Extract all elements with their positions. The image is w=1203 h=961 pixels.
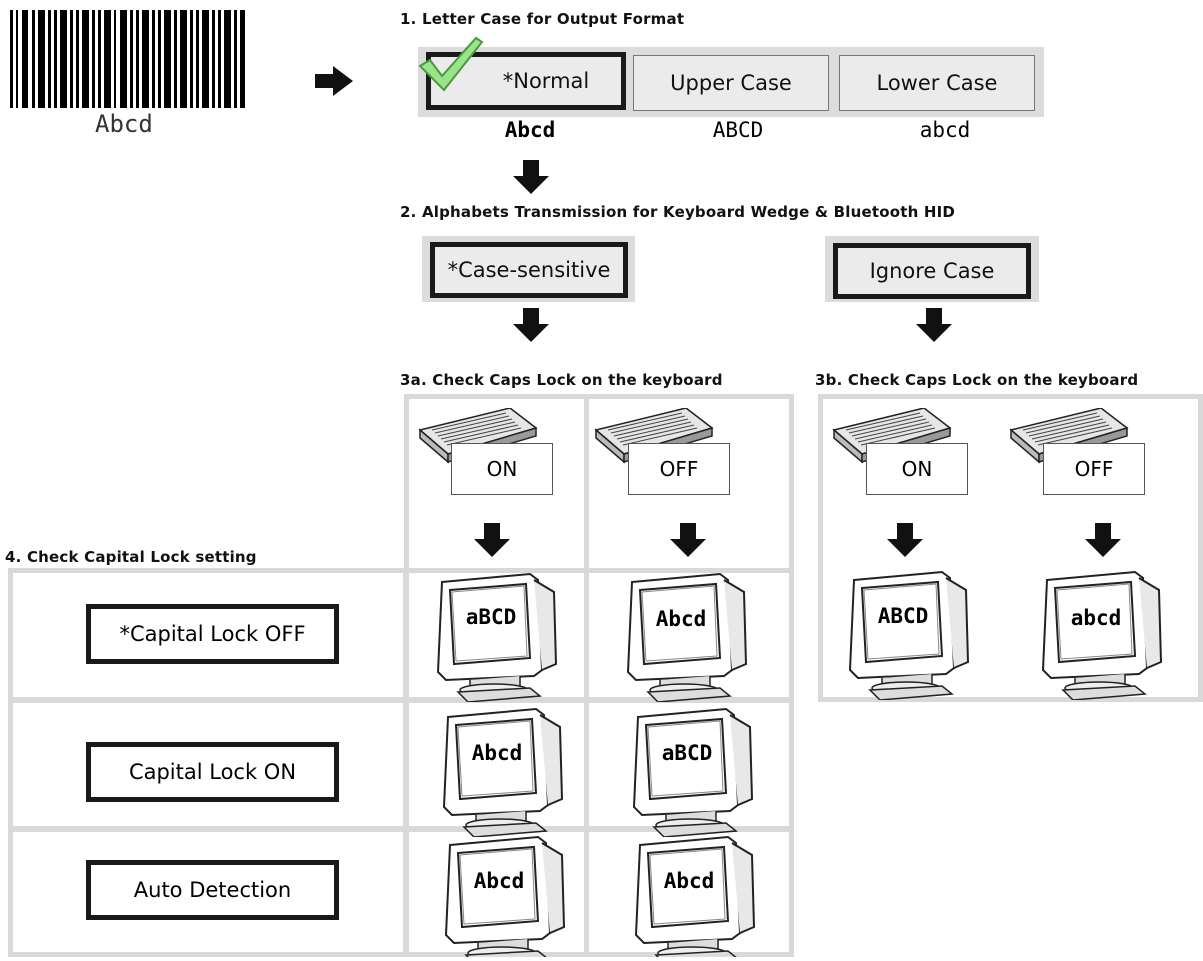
auto-detection-label: Auto Detection: [133, 878, 292, 902]
barcode-bars: [10, 10, 245, 108]
down-arrow-icon: [474, 523, 510, 557]
capital-lock-on-button[interactable]: Capital Lock ON: [86, 742, 339, 802]
checkmark-icon: [418, 36, 484, 92]
monitor-icon: aBCD: [430, 572, 560, 703]
monitor-output: Abcd: [663, 869, 715, 893]
upper-case-sample: ABCD: [712, 118, 764, 142]
right-arrow-icon: [315, 66, 353, 96]
down-arrow-icon: [1085, 523, 1121, 557]
lower-case-button[interactable]: Lower Case: [839, 55, 1035, 111]
step3a-heading: 3a. Check Caps Lock on the keyboard: [400, 371, 723, 389]
monitor-output: ABCD: [877, 604, 929, 628]
monitor-output: Abcd: [471, 741, 523, 765]
upper-case-button[interactable]: Upper Case: [633, 55, 829, 111]
capital-lock-off-button[interactable]: *Capital Lock OFF: [86, 604, 339, 664]
monitor-output: abcd: [1070, 606, 1122, 630]
row-divider: [8, 568, 794, 573]
upper-case-label: Upper Case: [670, 71, 792, 95]
caps-off-label: OFF: [628, 443, 730, 495]
monitor-icon: abcd: [1035, 570, 1165, 701]
down-arrow-icon: [513, 308, 549, 342]
monitor-output: Abcd: [655, 607, 707, 631]
step1-heading: 1. Letter Case for Output Format: [400, 10, 685, 28]
ignore-case-button[interactable]: Ignore Case: [833, 243, 1031, 299]
down-arrow-icon: [513, 160, 549, 194]
lower-case-label: Lower Case: [876, 71, 998, 95]
barcode-image: [10, 10, 245, 108]
lower-case-sample: abcd: [919, 118, 971, 142]
row-divider: [8, 697, 794, 703]
barcode-caption: Abcd: [95, 110, 153, 138]
monitor-icon: Abcd: [438, 835, 568, 961]
case-sensitive-button[interactable]: *Case-sensitive: [430, 242, 628, 298]
step4-heading: 4. Check Capital Lock setting: [5, 548, 257, 566]
caps-off-label: OFF: [1043, 443, 1145, 495]
case-sensitive-label: *Case-sensitive: [447, 258, 611, 282]
monitor-icon: aBCD: [626, 707, 756, 838]
step2-heading: 2. Alphabets Transmission for Keyboard W…: [400, 203, 956, 221]
monitor-icon: Abcd: [628, 835, 758, 961]
monitor-icon: ABCD: [842, 570, 972, 701]
caps-on-label: ON: [451, 443, 553, 495]
capital-lock-on-label: Capital Lock ON: [128, 760, 297, 784]
panel-divider: [584, 394, 589, 957]
monitor-output: aBCD: [661, 741, 713, 765]
monitor-output: aBCD: [465, 605, 517, 629]
down-arrow-icon: [887, 523, 923, 557]
monitor-icon: Abcd: [620, 572, 750, 703]
row-divider: [8, 826, 794, 832]
normal-case-label: *Normal: [502, 69, 590, 93]
ignore-case-label: Ignore Case: [869, 259, 995, 283]
monitor-icon: Abcd: [436, 707, 566, 838]
monitor-output: Abcd: [473, 869, 525, 893]
auto-detection-button[interactable]: Auto Detection: [86, 860, 339, 920]
normal-case-sample: Abcd: [504, 118, 556, 142]
down-arrow-icon: [670, 523, 706, 557]
capital-lock-off-label: *Capital Lock OFF: [119, 622, 306, 646]
down-arrow-icon: [916, 308, 952, 342]
caps-on-label: ON: [866, 443, 968, 495]
step3b-heading: 3b. Check Caps Lock on the keyboard: [815, 371, 1139, 389]
